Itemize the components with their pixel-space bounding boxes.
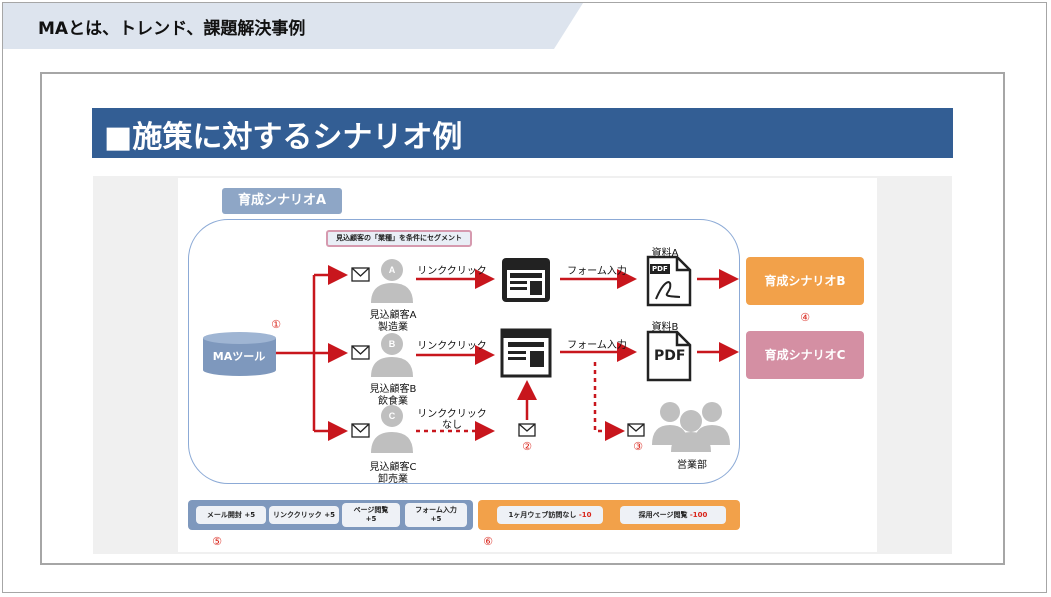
form-input-label-a: フォーム入力 — [567, 266, 627, 277]
prospect-a-initial: A — [389, 265, 396, 275]
sales-label: 営業部 — [677, 460, 707, 471]
marker-2: ② — [522, 440, 532, 453]
sales-team-icon — [652, 402, 730, 452]
form-input-label-b: フォーム入力 — [567, 340, 627, 351]
person-icons — [371, 259, 413, 453]
slide-title: ■施策に対するシナリオ例 — [104, 120, 463, 155]
score-pill-link-click: リンククリック +5 — [269, 506, 339, 524]
title-banner — [92, 108, 953, 158]
marker-4: ④ — [800, 311, 810, 324]
doc-b-label: 資料B — [651, 322, 679, 333]
webpage-icon-middle — [500, 328, 552, 378]
ma-tool-label: MAツール — [212, 350, 266, 363]
link-click-label-b: リンククリック — [417, 341, 487, 352]
outcome-c: 育成シナリオC — [746, 331, 864, 379]
marker-6: ⑥ — [483, 535, 493, 548]
prospect-a-industry: 製造業 — [378, 322, 408, 333]
scenario-a-container — [188, 219, 740, 484]
no-link-click-label-1: リンククリック — [417, 409, 487, 420]
link-click-label-a: リンククリック — [417, 266, 487, 277]
page-title: MAとは、トレンド、課題解決事例 — [38, 19, 306, 39]
score-pill-form-input: フォーム入力+5 — [405, 503, 467, 527]
prospect-b-name: 見込顧客B — [369, 384, 417, 395]
pdf-icon-a — [646, 255, 692, 307]
prospect-c-name: 見込顧客C — [369, 462, 417, 473]
prospect-c-industry: 卸売業 — [378, 474, 408, 485]
marker-3: ③ — [633, 440, 643, 453]
pdf-icon-b — [646, 330, 692, 382]
score-pill-no-visit: 1ヶ月ウェブ訪問なし -10 — [497, 506, 603, 524]
no-link-click-label-2: なし — [442, 420, 462, 431]
outcome-b: 育成シナリオB — [746, 257, 864, 305]
marker-1: ① — [271, 318, 281, 331]
prospect-c-initial: C — [389, 411, 396, 421]
prospect-a-name: 見込顧客A — [369, 310, 417, 321]
prospect-b-industry: 飲食業 — [378, 396, 408, 407]
database-icon — [203, 332, 276, 376]
pdf-b-text: PDF — [654, 348, 686, 364]
webpage-icon-top — [502, 258, 550, 302]
score-pill-page-view: ページ閲覧+5 — [342, 503, 400, 527]
prospect-b-initial: B — [389, 339, 396, 349]
envelope-icons — [351, 267, 645, 438]
pdf-a-text: PDF — [652, 265, 668, 273]
doc-a-label: 資料A — [651, 248, 679, 259]
header-tab — [3, 3, 583, 49]
scenario-a-label: 育成シナリオA — [222, 188, 342, 214]
marker-5: ⑤ — [212, 535, 222, 548]
score-pill-mail-open: メール開封 +5 — [196, 506, 266, 524]
segment-note: 見込顧客の「業種」を条件にセグメント — [326, 230, 472, 247]
score-pill-recruit-page: 採用ページ閲覧 -100 — [620, 506, 726, 524]
